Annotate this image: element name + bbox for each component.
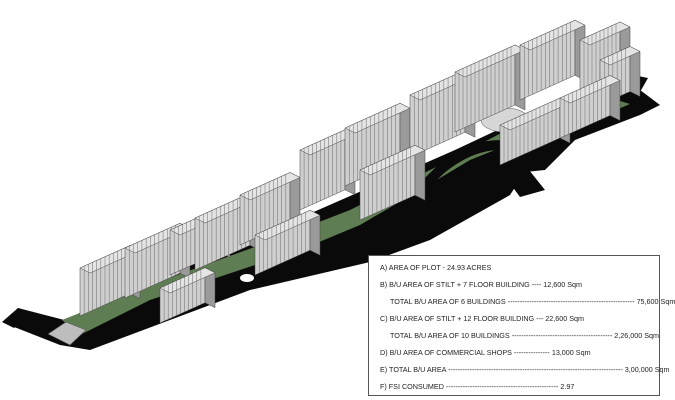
west-road xyxy=(2,308,30,328)
legend-stilt7-total-value: 75,600 Sqm xyxy=(636,297,675,306)
commercial-plaza xyxy=(47,321,87,346)
legend-total-area-label: E) TOTAL B/U AREA ----------------------… xyxy=(380,365,623,374)
legend-row-stilt7: B) B/U AREA OF STILT + 7 FLOOR BUILDING … xyxy=(380,280,583,289)
legend-row-commercial: D) B/U AREA OF COMMERCIAL SHOPS --------… xyxy=(380,348,591,357)
legend-row-fsi: F) FSI CONSUMED ------------------------… xyxy=(380,382,575,391)
legend-row-stilt7-total: TOTAL B/U AREA OF 6 BUILDINGS ----------… xyxy=(380,297,675,314)
building-block xyxy=(359,144,426,221)
building-block xyxy=(519,19,586,101)
legend-total-area-value: 3,00,000 Sqm xyxy=(624,365,670,374)
building-block xyxy=(559,75,621,139)
roundabout-center xyxy=(240,274,254,282)
building-blocks xyxy=(79,19,641,324)
building-block xyxy=(159,267,216,324)
internal-curved-road xyxy=(328,140,523,250)
legend-stilt12-total-value: 2,26,000 Sqm xyxy=(614,331,659,340)
building-block xyxy=(254,209,321,276)
area-statement-legend: A) AREA OF PLOT - 24.93 ACRES B) B/U ARE… xyxy=(368,255,675,396)
legend-stilt7-total-label: TOTAL B/U AREA OF 6 BUILDINGS ----------… xyxy=(390,297,635,306)
legend-stilt12-total-label: TOTAL B/U AREA OF 10 BUILDINGS ---------… xyxy=(390,331,613,340)
legend-row-plot-area: A) AREA OF PLOT - 24.93 ACRES xyxy=(380,263,492,272)
legend-row-stilt12: C) B/U AREA OF STILT + 12 FLOOR BUILDING… xyxy=(380,314,585,323)
building-block xyxy=(344,102,411,187)
legend-row-stilt12-total: TOTAL B/U AREA OF 10 BUILDINGS ---------… xyxy=(380,331,659,348)
south-road-spur xyxy=(500,165,545,197)
legend-row-total-area: E) TOTAL B/U AREA ----------------------… xyxy=(380,365,670,382)
